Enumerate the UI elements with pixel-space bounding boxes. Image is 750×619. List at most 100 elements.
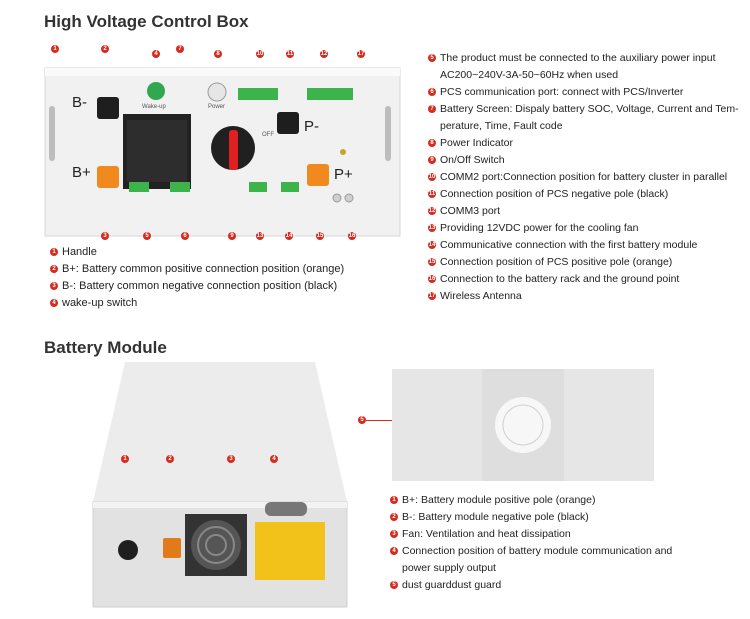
hv-pin-1: 1 (51, 45, 59, 53)
off-label: OFF (262, 132, 274, 138)
legend-text: COMM2 port:Connection position for batte… (440, 171, 728, 183)
legend-text: B-: Battery common negative connection p… (62, 280, 338, 292)
p-plus-label: P+ (334, 166, 353, 183)
legend-number: 11 (428, 190, 436, 199)
hv-pin-16: 16 (348, 232, 356, 240)
bm-pin-1: 1 (121, 455, 129, 463)
bm-pin-4: 4 (270, 455, 278, 463)
hv-pin-9: 9 (228, 232, 236, 240)
battery-module-illustration (92, 362, 348, 608)
bm-pin-3: 3 (227, 455, 235, 463)
legend-number: 7 (428, 105, 436, 114)
legend-text: B+: Battery module positive pole (orange… (402, 494, 596, 506)
legend-text: Connection position of PCS negative pole… (440, 188, 669, 200)
legend-text: Power Indicator (440, 137, 513, 149)
legend-number: 15 (428, 258, 436, 267)
b-minus-label: B- (72, 94, 87, 111)
dust-guard-illustration (392, 369, 654, 481)
hv-legend-item: 1 Handle (50, 244, 344, 261)
legend-text: Connection position of battery module co… (402, 545, 673, 557)
hv-legend-item: 8 Power Indicator (428, 135, 739, 152)
hv-legend-item: 3 B-: Battery common negative connection … (50, 278, 344, 295)
hv-legend-item: 6 PCS communication port: connect with PC… (428, 84, 739, 101)
hv-legend-item: 7 Battery Screen: Dispaly battery SOC, Vo… (428, 101, 739, 118)
hv-pin-13: 13 (256, 232, 264, 240)
legend-number: 17 (428, 292, 436, 301)
dust-guard-leader-line (366, 420, 392, 421)
hv-legend-item: 16 Connection to the battery rack and the… (428, 271, 739, 288)
legend-number: 1 (390, 496, 398, 505)
hv-legend-item: 10 COMM2 port:Connection position for bat… (428, 169, 739, 186)
hv-pin-11: 11 (286, 50, 294, 58)
legend-text: Connection position of PCS positive pole… (440, 256, 673, 268)
hv-box-title: High Voltage Control Box (44, 12, 249, 31)
legend-text: Handle (62, 246, 97, 258)
hv-pin-7: 7 (176, 45, 184, 53)
wakeup-label: Wake-up (142, 104, 166, 110)
hv-pin-4: 4 (152, 50, 160, 58)
legend-number: 13 (428, 224, 436, 233)
legend-text-continued: perature, Time, Fault code (440, 120, 563, 132)
bm-pin-2: 2 (166, 455, 174, 463)
bm-legend-item: 1 B+: Battery module positive pole (orang… (390, 492, 672, 509)
bm-legend: 1 B+: Battery module positive pole (orang… (390, 492, 672, 594)
legend-text: The product must be connected to the aux… (440, 52, 716, 64)
legend-number: 2 (390, 513, 398, 522)
hv-legend-item: 12 COMM3 port (428, 203, 739, 220)
legend-number: 3 (390, 530, 398, 539)
legend-text: Wireless Antenna (440, 290, 522, 302)
hv-legend-item: 11 Connection position of PCS negative po… (428, 186, 739, 203)
legend-text-continued: power supply output (402, 562, 496, 574)
hv-pin-8: 8 (214, 50, 222, 58)
hv-legend-right: 5 The product must be connected to the au… (428, 50, 739, 305)
hv-pin-3: 3 (101, 232, 109, 240)
hv-pin-14: 14 (285, 232, 293, 240)
legend-text: On/Off Switch (440, 154, 505, 166)
legend-number: 8 (428, 139, 436, 148)
legend-number: 5 (428, 54, 436, 63)
legend-number: 3 (50, 282, 58, 291)
hv-legend-item: 15 Connection position of PCS positive po… (428, 254, 739, 271)
b-plus-label: B+ (72, 164, 91, 181)
legend-text: PCS communication port: connect with PCS… (440, 86, 684, 98)
bm-pin-5: 5 (358, 416, 366, 424)
hv-pin-12: 12 (320, 50, 328, 58)
power-label: Power (208, 104, 226, 110)
legend-number: 2 (50, 265, 58, 274)
hv-legend-item: 5 The product must be connected to the au… (428, 50, 739, 67)
battery-module-title: Battery Module (44, 338, 167, 357)
hv-control-box-illustration (44, 67, 401, 237)
bm-legend-item: 5 dust guarddust guard (390, 577, 672, 594)
legend-text: Battery Screen: Dispaly battery SOC, Vol… (440, 103, 739, 115)
hv-pin-6: 6 (181, 232, 189, 240)
legend-text: COMM3 port (440, 205, 501, 217)
hv-legend-item: 17 Wireless Antenna (428, 288, 739, 305)
legend-number: 9 (428, 156, 436, 165)
p-minus-label: P- (304, 118, 319, 135)
hv-legend-item: 13 Providing 12VDC power for the cooling … (428, 220, 739, 237)
legend-number: 1 (50, 248, 58, 257)
hv-pin-5: 5 (143, 232, 151, 240)
legend-number: 12 (428, 207, 436, 216)
legend-text-continued: AC200~240V-3A-50~60Hz when used (440, 69, 619, 81)
hv-pin-10: 10 (256, 50, 264, 58)
legend-text: Providing 12VDC power for the cooling fa… (440, 222, 639, 234)
legend-number: 16 (428, 275, 436, 284)
hv-legend-item: 9 On/Off Switch (428, 152, 739, 169)
hv-pin-2: 2 (101, 45, 109, 53)
legend-text: Connection to the battery rack and the g… (440, 273, 680, 285)
hv-pin-15: 15 (316, 232, 324, 240)
legend-number: 6 (428, 88, 436, 97)
legend-number: 10 (428, 173, 436, 182)
legend-number: 5 (390, 581, 398, 590)
legend-text: Communicative connection with the first … (440, 239, 698, 251)
legend-text: dust guarddust guard (402, 579, 502, 591)
legend-number: 4 (50, 299, 58, 308)
